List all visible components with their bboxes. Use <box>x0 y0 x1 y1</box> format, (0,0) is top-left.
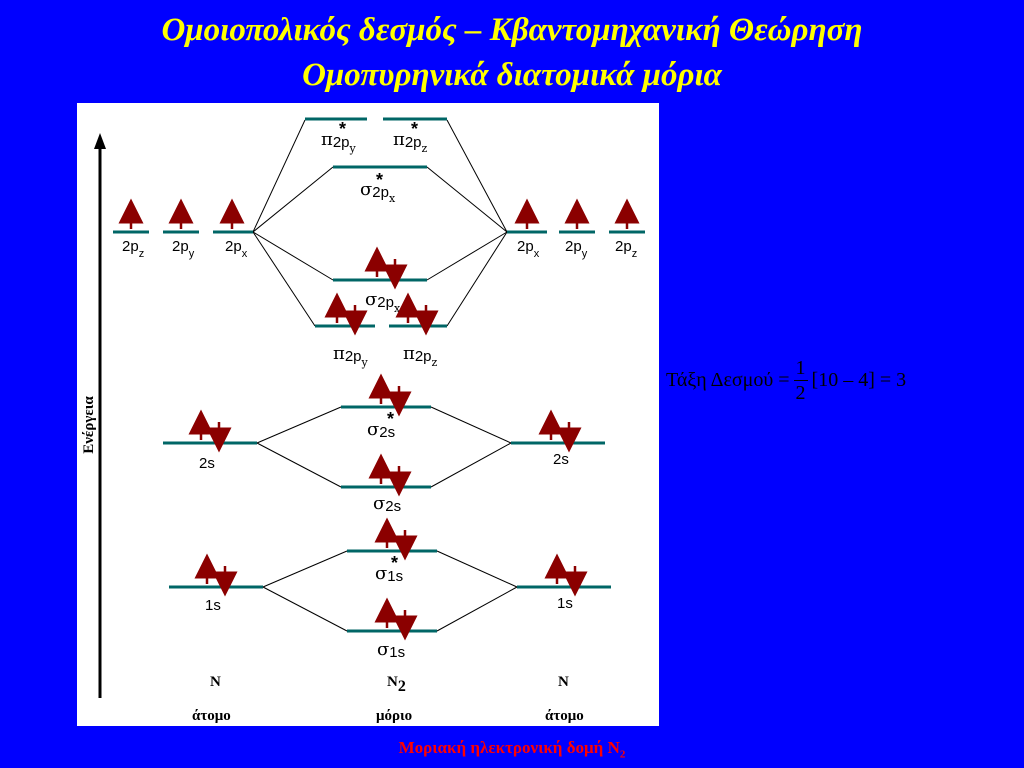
svg-text:*: * <box>339 119 346 139</box>
svg-text:2px: 2px <box>225 238 248 260</box>
bond-order-fraction: 1 2 <box>793 356 808 405</box>
bond-order-expression: [10 – 4] = 3 <box>811 368 907 391</box>
right-2p-labels: 2px 2py 2pz <box>517 238 637 260</box>
left-atom-symbol: N <box>210 674 221 690</box>
svg-text:π2py: π2py <box>321 129 357 155</box>
fraction-numerator: 1 <box>793 356 808 381</box>
mo-sigma-star-2p: σ2px * <box>333 165 427 205</box>
svg-text:σ1s: σ1s <box>377 639 405 661</box>
energy-axis-arrowhead <box>94 133 106 149</box>
svg-text:1s: 1s <box>205 597 221 614</box>
fraction-denominator: 2 <box>795 381 806 404</box>
left-2p-levels <box>113 198 253 234</box>
svg-text:σ1s: σ1s <box>375 563 403 585</box>
mo-pi-star-2p: π2py * π2pz * <box>305 117 447 155</box>
mo-sigma-star-1s: σ1s * <box>347 517 437 585</box>
svg-text:σ2s: σ2s <box>367 419 395 441</box>
svg-text:2py: 2py <box>172 238 195 260</box>
bond-order-label: Τάξη Δεσμού = <box>666 368 790 391</box>
svg-text:π2pz: π2pz <box>393 129 428 155</box>
molecule-caption: μόριο <box>376 708 412 724</box>
mo-sigma-star-2s: σ2s * <box>341 373 431 441</box>
svg-text:*: * <box>391 553 398 573</box>
svg-text:σ2px: σ2px <box>365 289 401 315</box>
mo-diagram: Ενέργεια <box>81 117 645 724</box>
left-2p-labels: 2pz 2py 2px <box>122 238 248 260</box>
svg-text:σ2px: σ2px <box>360 179 396 205</box>
svg-text:*: * <box>387 409 394 429</box>
svg-text:2py: 2py <box>565 238 588 260</box>
atomic-2s: 2s 2s <box>163 409 605 472</box>
right-atom-caption: άτομο <box>545 708 584 724</box>
svg-text:2pz: 2pz <box>122 238 144 260</box>
mo-sigma-1s: σ1s <box>347 597 437 661</box>
atomic-1s: 1s 1s <box>169 553 611 614</box>
correlation-lines <box>252 119 518 632</box>
svg-text:*: * <box>376 170 383 190</box>
mo-sigma-2s: σ2s <box>341 453 431 515</box>
svg-text:2s: 2s <box>199 455 215 472</box>
diagram-caption: Μοριακή ηλεκτρονική δομή N2 <box>398 738 626 761</box>
svg-text:π2py: π2py <box>333 343 369 369</box>
svg-text:1s: 1s <box>557 595 573 612</box>
energy-axis-label: Ενέργεια <box>81 396 97 454</box>
svg-text:*: * <box>411 119 418 139</box>
mo-pi-2p: π2py π2pz <box>315 292 447 369</box>
svg-text:2s: 2s <box>553 451 569 468</box>
svg-text:σ2s: σ2s <box>373 493 401 515</box>
species-labels: N άτομο N2 μόριο N άτομο <box>192 674 584 724</box>
mo-diagram-panel: Ενέργεια <box>77 103 659 726</box>
molecule-symbol: N2 <box>387 674 406 695</box>
slide-title: Ομοιοπολικός δεσμός – Κβαντομηχανική Θεώ… <box>161 12 863 48</box>
right-2p-levels <box>507 198 645 234</box>
slide-subtitle: Ομοπυρηνικά διατομικά μόρια <box>302 57 722 93</box>
bond-order-equation: Τάξη Δεσμού = 1 2 [10 – 4] = 3 <box>666 348 906 412</box>
svg-text:2pz: 2pz <box>615 238 637 260</box>
svg-text:2px: 2px <box>517 238 540 260</box>
svg-text:π2pz: π2pz <box>403 343 438 369</box>
left-atom-caption: άτομο <box>192 708 231 724</box>
mo-sigma-2p: σ2px <box>333 246 427 315</box>
right-atom-symbol: N <box>558 674 569 690</box>
